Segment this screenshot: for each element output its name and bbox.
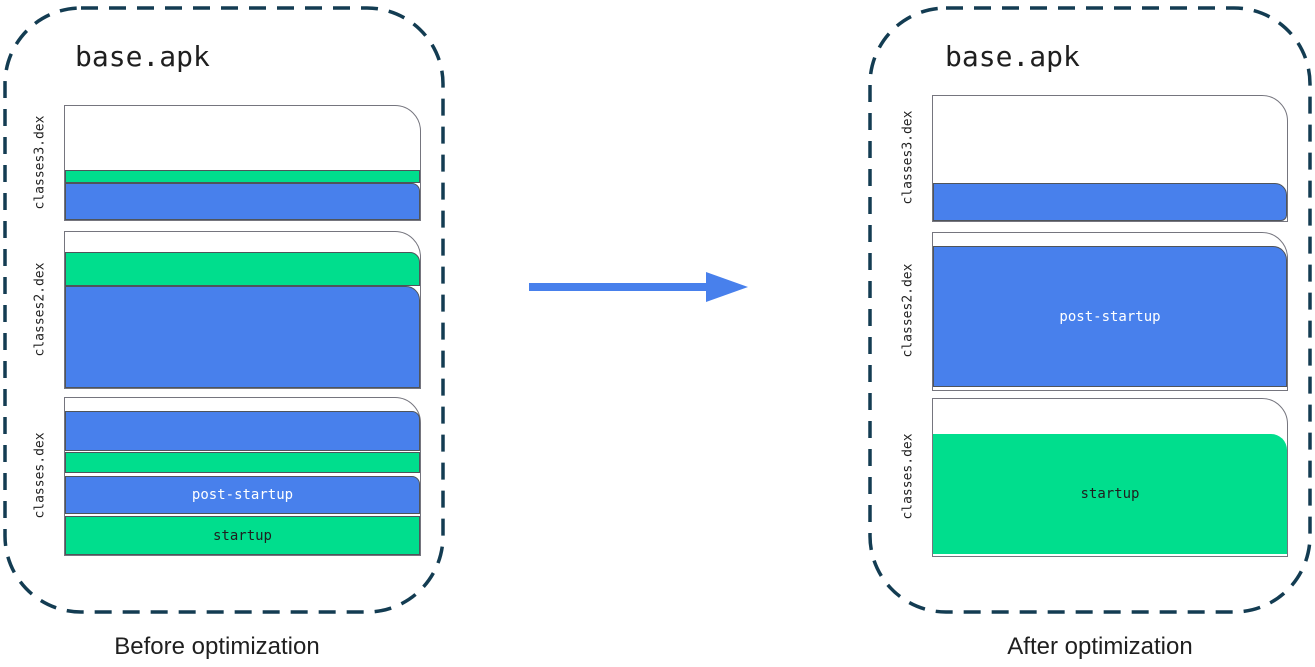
segment-blue [65,183,420,220]
segment-green [65,452,420,473]
right-arrow-icon [529,283,710,291]
after-panel: base.apk classes3.dex classes2.dex post-… [868,6,1312,614]
segment-green [65,170,420,183]
after-panel-border [868,6,1312,614]
before-page-classes: post-startup startup [64,397,421,556]
before-caption: Before optimization [114,633,320,660]
before-panel-border [3,6,445,614]
after-file-label-classes3: classes3.dex [900,110,916,205]
before-apk-title: base.apk [75,40,210,73]
segment-startup: startup [65,516,420,555]
after-apk-title: base.apk [945,40,1080,73]
startup-label: startup [1080,486,1140,502]
post-startup-label: post-startup [191,487,294,503]
segment-blue [65,286,420,388]
before-panel: base.apk classes3.dex classes2.dex class… [3,6,445,614]
before-page-classes2 [64,231,421,389]
after-page-classes2: post-startup [932,232,1288,391]
segment-blue [65,411,420,451]
startup-label: startup [212,527,272,544]
before-page-classes3 [64,105,421,221]
segment-green [65,252,420,286]
segment-post-startup: post-startup [65,476,420,514]
before-file-label-classes2: classes2.dex [32,262,48,357]
after-file-label-classes: classes.dex [900,433,916,520]
post-startup-label: post-startup [1059,308,1161,325]
after-caption: After optimization [1007,633,1193,660]
after-file-label-classes2: classes2.dex [900,263,916,358]
after-page-classes: startup [932,398,1288,557]
before-file-label-classes: classes.dex [32,432,48,519]
after-page-classes3 [932,95,1288,222]
segment-post-startup: post-startup [933,246,1287,387]
right-arrow-head-icon [706,272,748,302]
before-file-label-classes3: classes3.dex [32,115,48,210]
segment-startup: startup [933,434,1287,554]
segment-blue [933,183,1287,221]
